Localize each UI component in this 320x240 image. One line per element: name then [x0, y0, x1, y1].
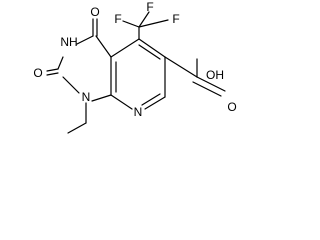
bond-c8a-n1 [91, 94, 112, 102]
bond-cf3-f-left [122, 20, 140, 28]
atom-label-o2: O [33, 66, 42, 80]
bond-cooh-o-b [192, 81, 222, 97]
bond-cf3-f-top [138, 11, 150, 28]
atom-label-n3: NH [60, 35, 77, 49]
bond-c4-c4a [95, 35, 112, 58]
bond-cooh-o-a [196, 76, 226, 92]
bond-c4a-c5 [110, 38, 140, 58]
structure-canvas: NH O O N N F F F OH O [33, 0, 237, 134]
bond-c6-cooh [164, 56, 198, 78]
bond-c7-n8-a [144, 96, 166, 110]
bond-cf3-f-right [138, 19, 169, 28]
atom-label-o4: O [90, 5, 99, 19]
atom-label-f-top: F [146, 0, 153, 14]
bond-ch2-ch3 [67, 122, 87, 134]
bond-c2-n3 [57, 56, 64, 70]
atom-label-o-acid: O [227, 100, 236, 114]
atom-labels: NH O O N N F F F OH O [33, 0, 236, 119]
bond-c5-c6-a [138, 38, 166, 58]
atom-label-f-left: F [114, 12, 121, 26]
bond-n1-c2 [62, 76, 80, 94]
bond-n3-c4 [76, 35, 94, 45]
bond-lines [46, 11, 226, 134]
atom-label-n8: N [134, 105, 143, 119]
bond-c2-o2-b [46, 72, 59, 76]
bond-n8-c8a [110, 94, 133, 110]
chemical-structure: NH O O N N F F F OH O [33, 0, 237, 134]
bond-c7-n8-b [141, 93, 161, 106]
bond-c2-o2-a [46, 68, 59, 72]
atom-label-oh: OH [206, 68, 224, 82]
bond-c5-c6-b [138, 44, 161, 60]
atom-label-f-right: F [172, 12, 179, 26]
atom-label-n1: N [82, 90, 91, 104]
